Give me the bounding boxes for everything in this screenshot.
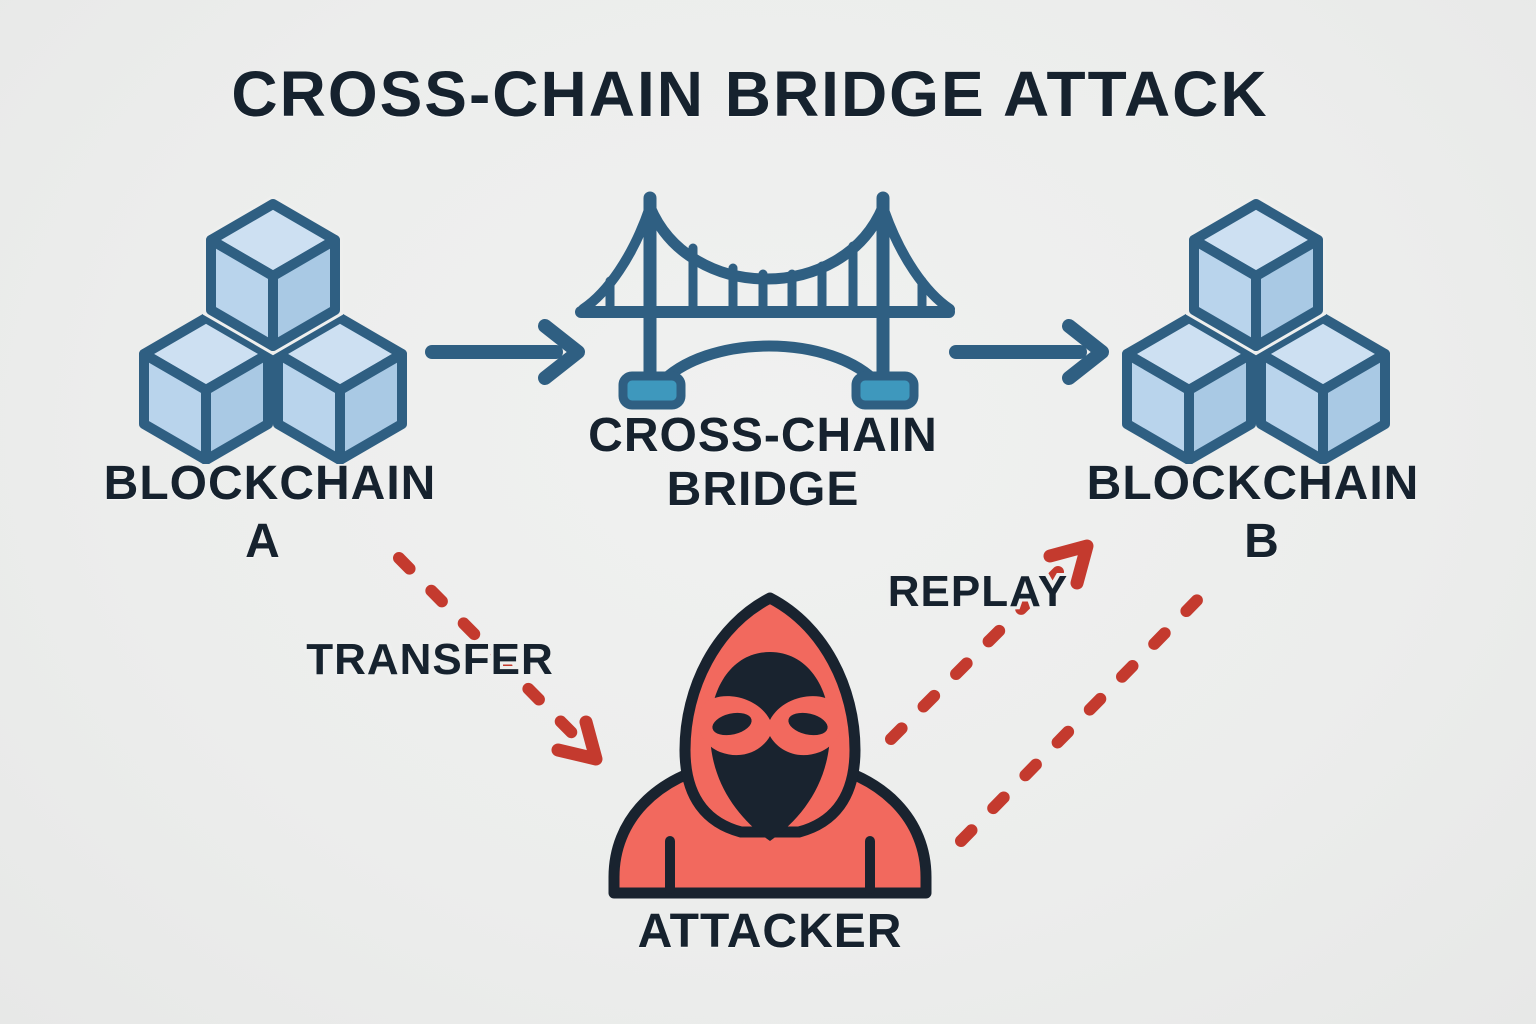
replay-dashed-arrow-icon [885, 539, 1094, 745]
diagram-title: CROSS-CHAIN BRIDGE ATTACK [231, 58, 1269, 130]
attacker-label: ATTACKER [637, 905, 903, 958]
blockchain-cubes-icon [136, 196, 410, 464]
hooded-attacker-icon [608, 592, 932, 899]
blockchain-a-label: BLOCKCHAIN [103, 457, 437, 510]
bridge-label-line2: BRIDGE [666, 463, 860, 516]
blockchain-cubes-icon [1119, 196, 1393, 464]
blockchain-a-suffix: A [245, 515, 281, 568]
transfer-dashed-arrow-icon [393, 552, 603, 766]
bridge-label-line1: CROSS-CHAIN [588, 409, 938, 462]
suspension-bridge-icon [575, 191, 955, 410]
replay-edge-label: REPLAY [887, 567, 1069, 616]
blockchain-b-label: BLOCKCHAIN [1086, 457, 1420, 510]
blockchain-b-suffix: B [1244, 515, 1280, 568]
arrow-bridge-to-b-icon [949, 319, 1109, 385]
transfer-edge-label: TRANSFER [306, 635, 554, 684]
attacker-to-b-dashed-line [955, 582, 1215, 847]
arrow-a-to-bridge-icon [425, 319, 585, 385]
